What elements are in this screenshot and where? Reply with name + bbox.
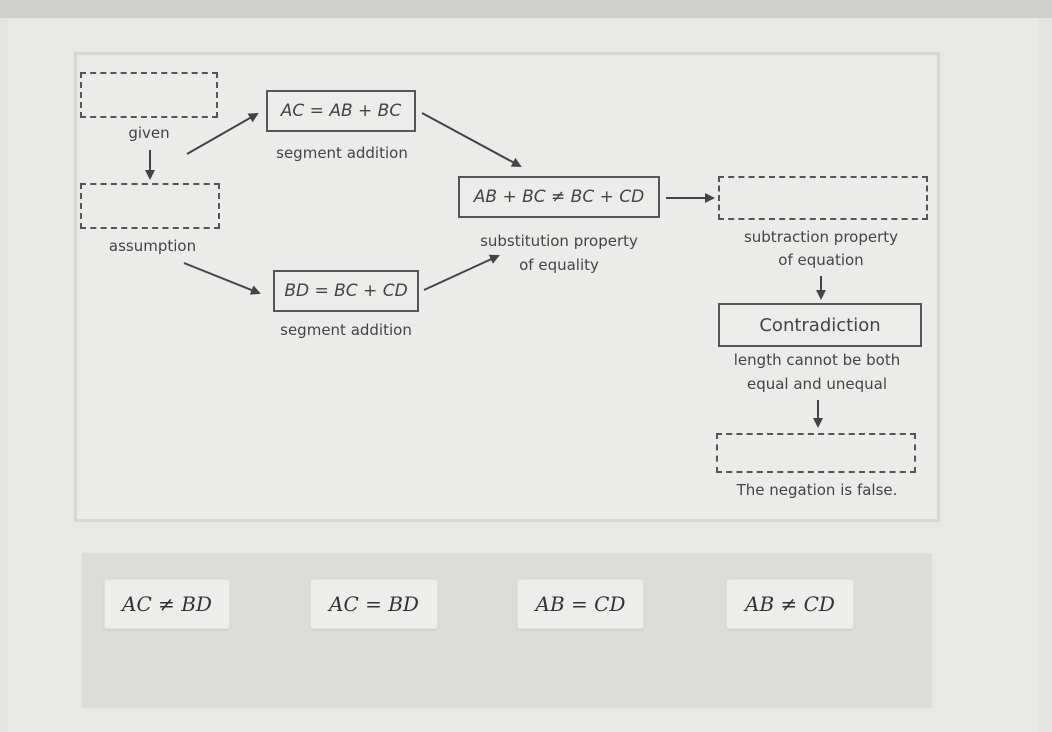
substitution-reason-line1: substitution property	[480, 232, 638, 250]
bd-segment-statement: BD = BC + CD	[273, 270, 419, 312]
conclusion-label: The negation is false.	[736, 481, 898, 499]
bd-segment-reason: segment addition	[280, 321, 412, 339]
assumption-drop-zone[interactable]	[80, 183, 220, 229]
answer-bank	[82, 553, 932, 708]
ac-segment-statement: AC = AB + BC	[266, 90, 416, 132]
answer-tile-ac-equal-bd[interactable]: AC = BD	[310, 579, 438, 629]
answer-tile-ab-equal-cd[interactable]: AB = CD	[517, 579, 644, 629]
assumption-label: assumption	[108, 237, 197, 255]
contradiction-reason-line2: equal and unequal	[746, 375, 887, 393]
subtraction-reason-line2: of equation	[778, 251, 864, 269]
contradiction-reason-line1: length cannot be both	[733, 351, 901, 369]
answer-tile-ab-not-equal-cd[interactable]: AB ≠ CD	[726, 579, 854, 629]
answer-tile-ac-not-equal-bd[interactable]: AC ≠ BD	[104, 579, 230, 629]
given-drop-zone[interactable]	[80, 72, 218, 118]
subtraction-reason-line1: subtraction property	[743, 228, 899, 246]
contradiction-box: Contradiction	[718, 303, 922, 347]
given-label: given	[128, 124, 170, 142]
substitution-statement: AB + BC ≠ BC + CD	[458, 176, 660, 218]
subtraction-drop-zone[interactable]	[718, 176, 928, 220]
top-browser-band	[0, 0, 1052, 18]
conclusion-drop-zone[interactable]	[716, 433, 916, 473]
ac-segment-reason: segment addition	[276, 144, 408, 162]
substitution-reason-line2: of equality	[519, 256, 599, 274]
